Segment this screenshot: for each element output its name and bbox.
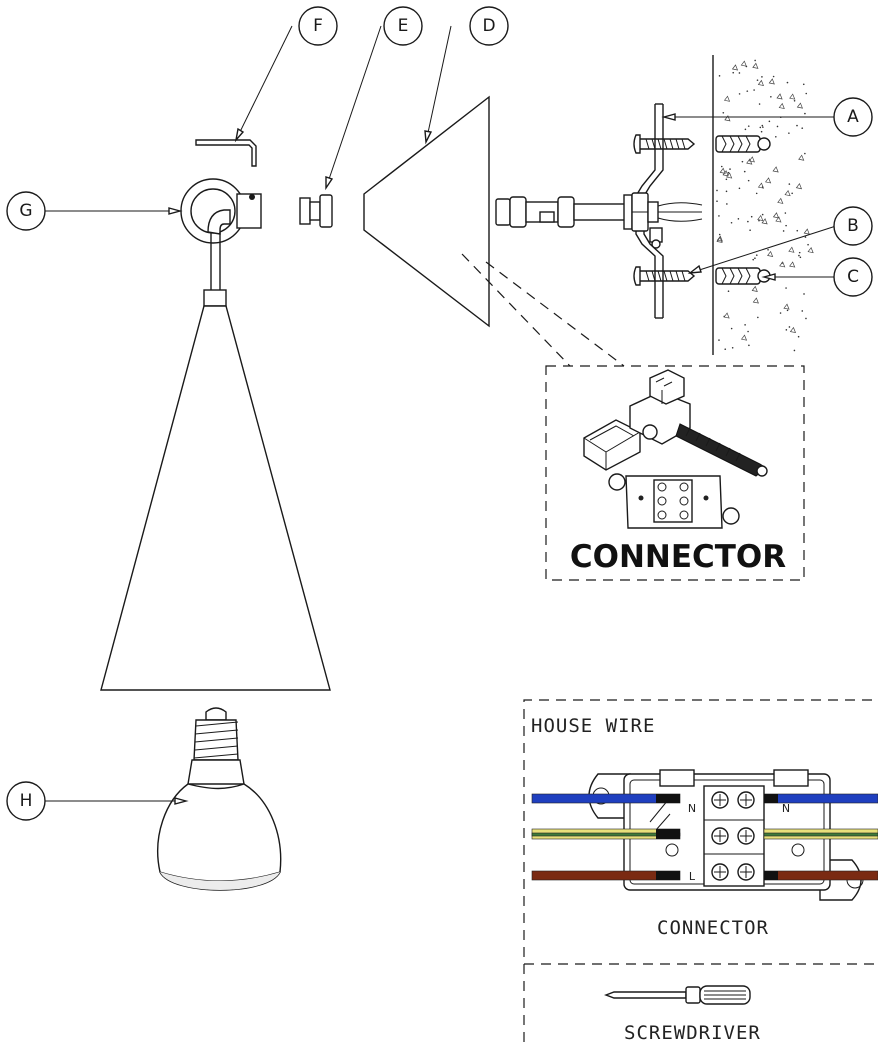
screw-lower — [633, 266, 696, 286]
wall-plug-upper — [715, 135, 771, 153]
pendant-shade — [100, 232, 331, 691]
callout-g: G — [6, 191, 46, 231]
live-wire-right — [763, 870, 878, 881]
terminal-n-right: N — [782, 802, 790, 815]
callout-b: B — [833, 206, 873, 246]
house-wire-label: HOUSE WIRE — [531, 715, 655, 737]
allen-key — [195, 139, 257, 167]
swivel-head — [180, 178, 262, 244]
connector-detail-box: CONNECTOR — [461, 253, 805, 581]
threaded-rod — [495, 192, 703, 249]
screwdriver-icon — [604, 985, 751, 1005]
wall-texture — [716, 59, 814, 352]
house-wire-panel: HOUSE WIRE N N L L — [523, 699, 878, 1044]
callout-h-letter: H — [20, 791, 33, 811]
wall-plug-lower — [715, 267, 771, 285]
terminal-l-left: L — [689, 870, 696, 883]
callout-c-letter: C — [847, 267, 859, 287]
callout-f: F — [298, 6, 338, 46]
leader-lines — [36, 25, 837, 805]
callout-a-letter: A — [847, 107, 859, 127]
screw-upper — [633, 134, 696, 154]
wires — [531, 793, 878, 881]
callout-d-letter: D — [482, 16, 495, 36]
terminal-n-left: N — [688, 802, 696, 815]
screwdriver-label: SCREWDRIVER — [624, 1022, 761, 1044]
callout-g-letter: G — [19, 201, 32, 221]
ceiling-canopy — [363, 95, 490, 328]
callout-d: D — [469, 6, 509, 46]
callout-b-letter: B — [847, 216, 859, 236]
neutral-wire-right — [763, 793, 878, 804]
reflector-bulb — [157, 707, 282, 891]
callout-c: C — [833, 257, 873, 297]
callout-a: A — [833, 97, 873, 137]
wall — [712, 55, 814, 355]
callout-e-letter: E — [398, 16, 409, 36]
connector-detail-label: CONNECTOR — [570, 539, 786, 575]
connector-nut — [299, 194, 333, 228]
callout-f-letter: F — [313, 16, 323, 36]
earth-wire-right-green — [763, 832, 878, 837]
wiring-connector-label: CONNECTOR — [657, 917, 769, 939]
callout-e: E — [383, 6, 423, 46]
callout-h: H — [6, 781, 46, 821]
